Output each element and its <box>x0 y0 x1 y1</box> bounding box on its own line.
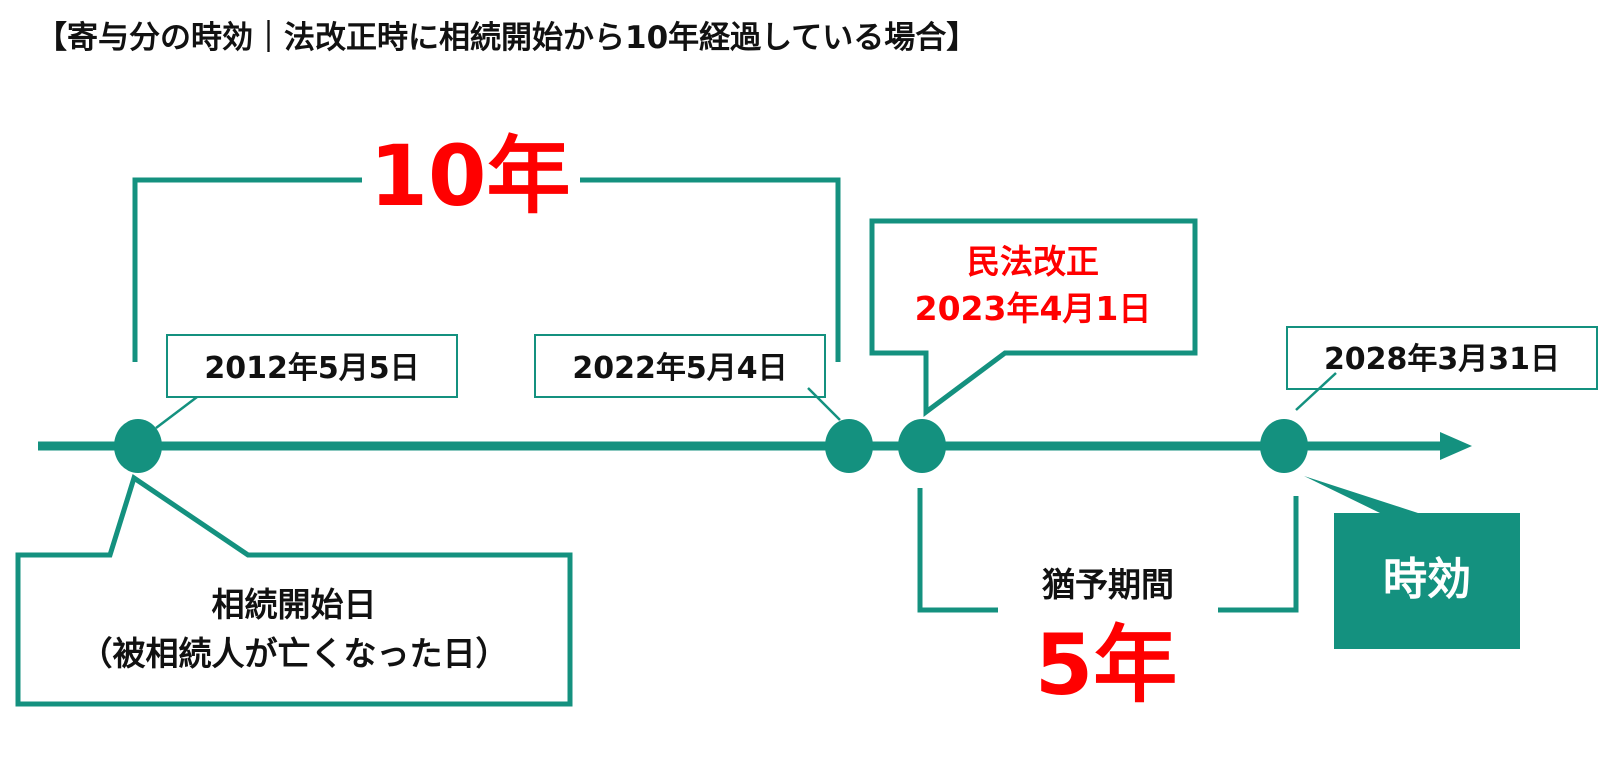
timeline-dot-law-revision <box>898 419 946 473</box>
page-title: 【寄与分の時効｜法改正時に相続開始から10年経過している場合】 <box>36 20 977 56</box>
grace-period-years: 5年 <box>1035 616 1177 714</box>
law-revision-title: 民法改正 <box>967 242 1099 281</box>
prescription-label: 時効 <box>1383 554 1471 605</box>
date-box-start: 2012年5月5日 <box>166 334 458 398</box>
ten-year-label: 10年 <box>370 127 571 225</box>
timeline-arrowhead <box>1440 432 1472 460</box>
grace-period-bracket <box>917 488 1299 613</box>
timeline-dot-start <box>114 419 162 473</box>
date-ten-year-end-text: 2022年5月4日 <box>572 351 787 386</box>
date-box-expiry: 2028年3月31日 <box>1286 326 1598 390</box>
grace-period-label: 猶予期間 <box>1042 565 1174 604</box>
inheritance-start-note: （被相続人が亡くなった日） <box>80 634 509 673</box>
law-revision-date: 2023年4月1日 <box>915 289 1152 328</box>
timeline-dot-expiry <box>1260 419 1308 473</box>
timeline-dot-ten-year-end <box>825 419 873 473</box>
inheritance-start-callout <box>15 474 573 707</box>
date-leader-lines <box>155 372 1337 429</box>
prescription-callout <box>1304 476 1520 649</box>
inheritance-start-title: 相続開始日 <box>212 585 377 624</box>
date-box-ten-year-end: 2022年5月4日 <box>534 334 826 398</box>
law-revision-callout <box>869 218 1198 417</box>
date-expiry-text: 2028年3月31日 <box>1324 342 1560 377</box>
date-start-text: 2012年5月5日 <box>204 351 419 386</box>
ten-year-bracket <box>132 177 841 362</box>
